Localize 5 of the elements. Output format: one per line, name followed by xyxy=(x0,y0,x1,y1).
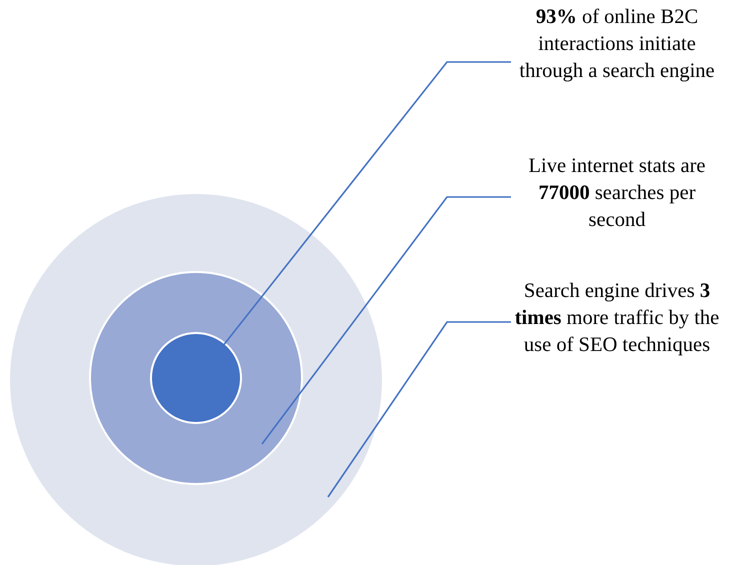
annotation-text: 93% of online B2C interactions initiate through a search engine xyxy=(519,6,715,82)
annotation-text: Live internet stats are 77000 searches per second xyxy=(528,155,706,231)
annotation-text: Search engine drives 3 times more traffic by the use of SEO techniques xyxy=(514,280,720,356)
leader-line xyxy=(327,321,511,498)
leader-line xyxy=(261,196,511,444)
